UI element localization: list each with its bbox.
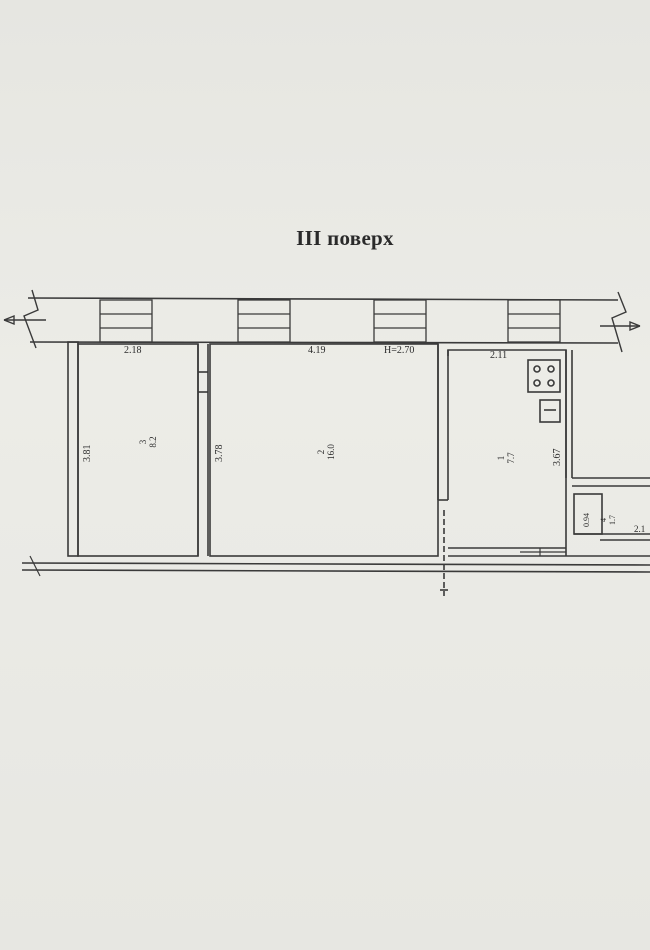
dim-room2-width: 4.19: [308, 345, 326, 356]
windows: [99, 299, 561, 343]
room-3-number: 3: [138, 439, 148, 444]
dim-ceiling-height: H=2.70: [384, 345, 414, 356]
outer-walls: [21, 297, 650, 573]
floor-title: III поверх: [296, 226, 394, 250]
room-2-number: 2: [316, 450, 326, 455]
room-3-area: 8.2: [148, 436, 158, 447]
dim-room1-depth: 3.67: [552, 449, 563, 467]
dim-room3-width: 2.18: [124, 345, 142, 356]
room-1-area: 7.7: [506, 452, 516, 464]
room-4-area: 1.7: [608, 515, 617, 525]
dim-room4-right: 2.1: [634, 524, 645, 534]
room-1-number: 1: [496, 456, 506, 461]
room-2: [209, 343, 449, 596]
room-3: [67, 341, 209, 557]
room-4: [565, 350, 650, 557]
room-4-label: 4 1.7: [599, 515, 617, 525]
break-symbol-right: [600, 291, 641, 353]
break-symbol-left: [3, 289, 46, 349]
room-3-label: 3 8.2: [138, 436, 158, 447]
dimension-marks: [29, 548, 566, 577]
room-4-number: 4: [599, 518, 608, 522]
dim-room3-depth: 3.81: [82, 445, 93, 463]
dim-room4-left: 0.94: [582, 513, 591, 527]
room-2-label: 2 16.0: [316, 444, 336, 460]
dim-room1-width: 2.11: [490, 350, 507, 361]
room-1-label: 1 7.7: [496, 452, 516, 464]
dim-room2-depth: 3.78: [214, 445, 225, 463]
room-2-area: 16.0: [326, 444, 336, 460]
